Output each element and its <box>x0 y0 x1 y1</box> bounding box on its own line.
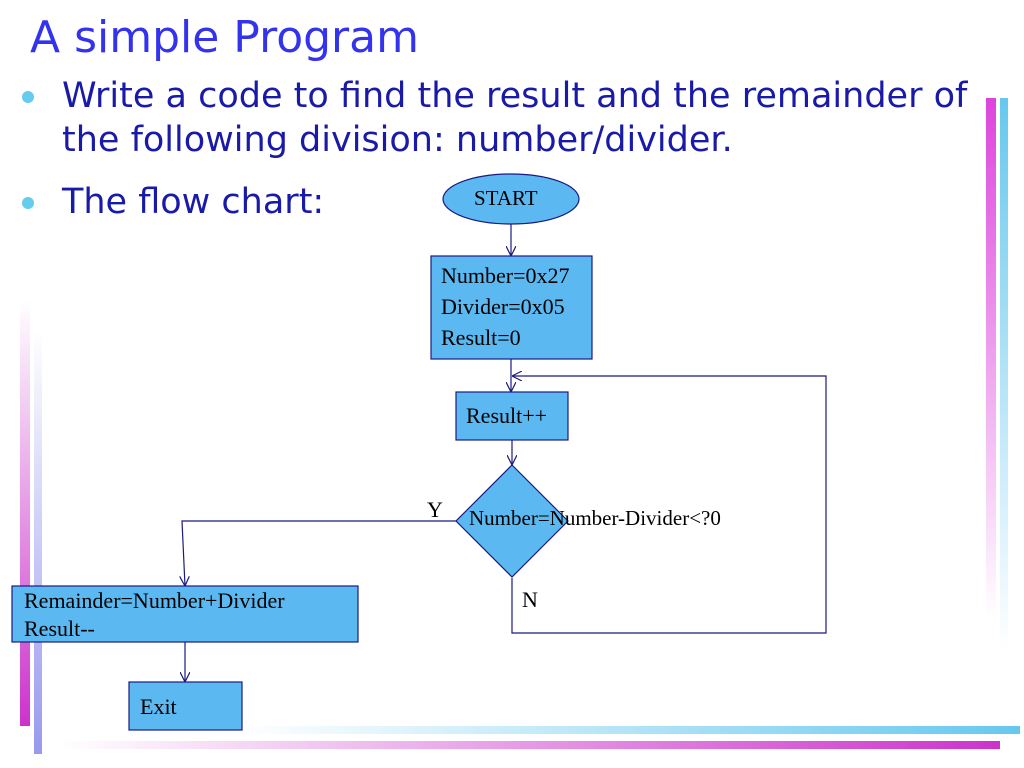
left-magenta-bar <box>20 300 30 726</box>
bullet-2-line-1: The flow chart: <box>62 182 325 222</box>
remainder-line-1: Remainder=Number+Divider <box>24 588 285 613</box>
increment-box <box>455 391 569 441</box>
start-label: START <box>474 186 538 210</box>
yes-label: Y <box>427 497 443 522</box>
bullet-1-line-1: Write a code to find the result and the … <box>62 76 968 116</box>
remainder-box <box>11 585 359 643</box>
init-line-3: Result=0 <box>441 325 521 350</box>
left-cyan-bar <box>34 330 42 754</box>
no-label: N <box>522 587 538 612</box>
loop-back-line <box>511 376 827 634</box>
right-magenta-bar <box>986 98 996 748</box>
increment-label: Result++ <box>466 403 548 428</box>
bottom-magenta-bar <box>60 741 1000 749</box>
bullet-dot <box>22 197 34 209</box>
decision-label: Number=Number-Divider<?0 <box>469 506 721 530</box>
bottom-cyan-bar <box>240 726 1020 734</box>
remainder-line-2: Result-- <box>24 616 95 641</box>
bullet-dot <box>22 91 34 103</box>
slide-title: A simple Program <box>30 12 419 63</box>
init-box <box>430 255 593 360</box>
bullet-1-line-2: the following division: number/divider. <box>62 120 733 160</box>
right-cyan-bar <box>1000 98 1008 748</box>
exit-box <box>128 681 243 731</box>
init-line-1: Number=0x27 <box>441 263 570 288</box>
init-line-2: Divider=0x05 <box>441 294 565 319</box>
yes-branch-line <box>182 520 456 586</box>
exit-label: Exit <box>140 694 177 719</box>
decision-diamond <box>455 464 569 578</box>
